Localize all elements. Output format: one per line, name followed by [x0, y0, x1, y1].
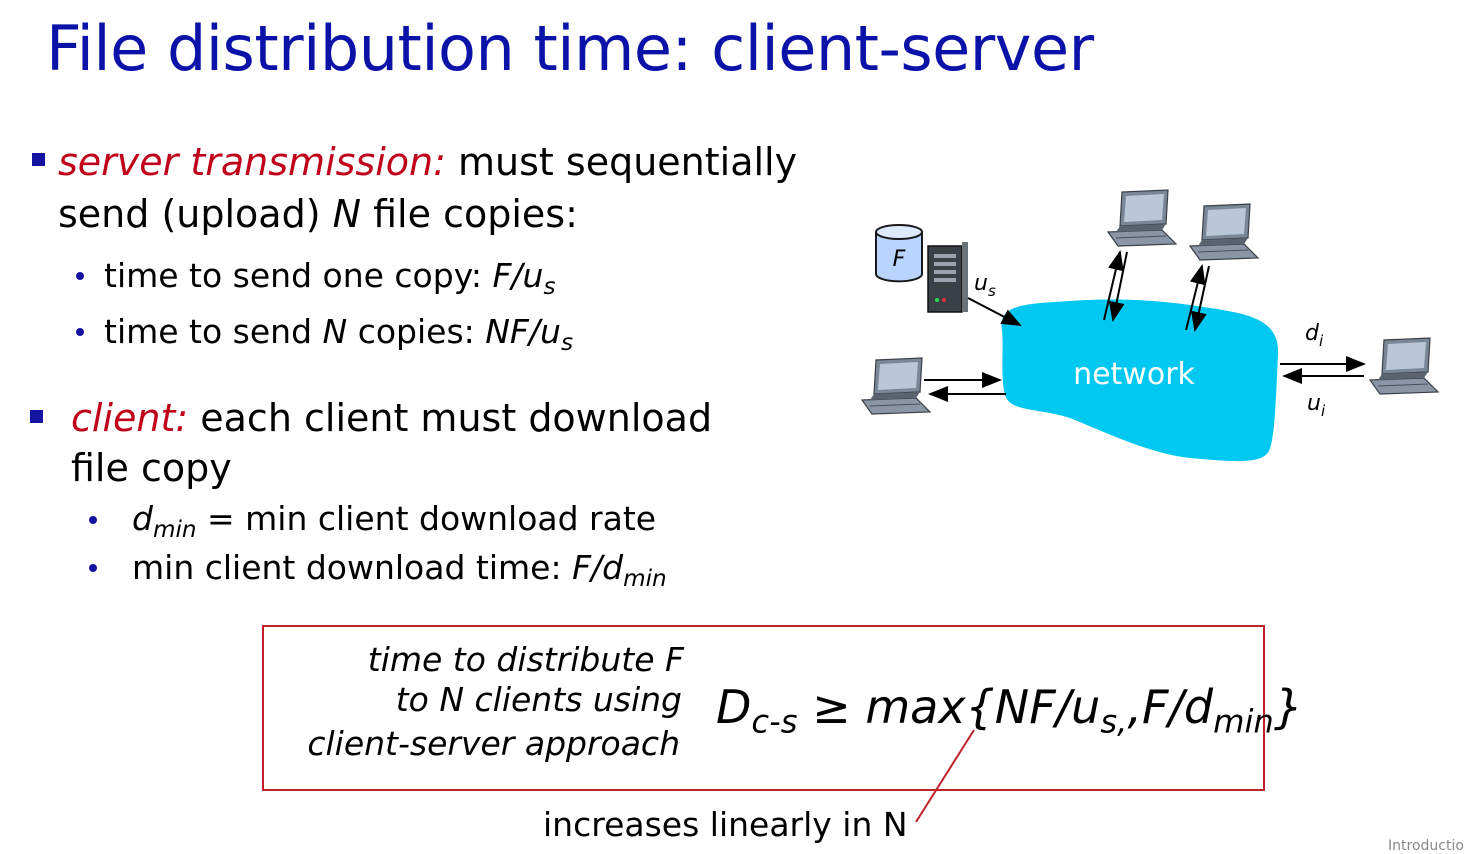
network-diagram: network F us di ui — [861, 189, 1439, 462]
formula-sub-a: s, — [1100, 702, 1128, 741]
file-label: F — [893, 247, 906, 272]
client-upload-label: ui — [1307, 391, 1326, 420]
client-laptop-icon — [1107, 189, 1177, 247]
client-line-1: client: each client must download — [71, 396, 712, 440]
distribution-formula: Dc-s ≥ max{NF/us,,F/dmin} — [716, 680, 1304, 738]
bullet-square — [30, 410, 43, 423]
cloud-label: network — [1073, 357, 1195, 392]
client-laptop-icon — [1189, 203, 1259, 261]
formula-label-line: to N clients using — [395, 680, 682, 719]
corner-footer: Introductio — [1388, 838, 1464, 854]
server-lead: server transmission: — [58, 140, 446, 184]
expr-sub: s — [543, 273, 556, 300]
bullet-dot — [76, 328, 84, 336]
expr-main: d — [132, 499, 153, 538]
server-upload-arrow — [967, 297, 1022, 326]
bullet-text: min client download time: — [132, 548, 573, 587]
bullet-dot — [89, 564, 97, 572]
client-bullet-1: dmin = min client download rate — [132, 499, 657, 541]
formula-body-a: max{NF/u — [865, 680, 1101, 734]
client-laptop-icon — [1369, 337, 1439, 395]
expr-sub: min — [623, 565, 667, 592]
bullet-text-b: copies: — [347, 312, 486, 351]
bullet-expr: NF/us — [485, 312, 573, 354]
bullet-expr: F/dmin — [572, 548, 667, 590]
bullet-square — [32, 153, 45, 166]
expr-main: NF/u — [485, 312, 561, 351]
client-laptop-icon — [861, 357, 931, 415]
client-lead: client: — [71, 396, 189, 440]
bullet-text: time to send one copy: — [104, 256, 493, 295]
formula-box — [262, 625, 1265, 791]
bullet-expr: dmin — [132, 499, 197, 541]
server-bullet-1: time to send one copy: F/us — [104, 256, 556, 298]
formula-label-line: time to distribute F — [367, 640, 684, 679]
page-title: File distribution time: client-server — [46, 12, 1094, 85]
server-text-2a: send (upload) — [58, 192, 333, 236]
network-cloud — [1001, 299, 1279, 462]
client-bullet-2: min client download time: F/dmin — [132, 548, 667, 590]
expr-sub: s — [560, 329, 573, 356]
server-line-1: server transmission: must sequentially — [58, 140, 797, 184]
file-cylinder-icon: F — [875, 224, 923, 283]
server-bullet-2: time to send N copies: NF/us — [104, 312, 573, 354]
expr-main: F/u — [492, 256, 544, 295]
expr-sub: min — [152, 516, 197, 543]
annotation-pointer — [915, 729, 975, 823]
bullet-text-a: time to send — [104, 312, 323, 351]
linear-annotation: increases linearly in N — [543, 805, 908, 844]
server-text-2b: file copies: — [361, 192, 578, 236]
client-download-arrow — [1108, 251, 1128, 322]
formula-close: } — [1273, 680, 1304, 734]
server-link-label: us — [974, 271, 996, 300]
server-text-1: must sequentially — [445, 140, 798, 184]
server-line-2: send (upload) N file copies: — [58, 192, 578, 236]
client-download-label: di — [1305, 321, 1324, 350]
client-upload-arrow — [1185, 264, 1206, 331]
bullet-dot — [89, 516, 97, 524]
formula-d: D — [716, 680, 752, 734]
client-text-1: each client must download — [188, 396, 713, 440]
client-upload-arrow — [1103, 250, 1124, 321]
server-icon — [927, 242, 968, 313]
bullet-expr: F/us — [492, 256, 555, 298]
server-var-n: N — [332, 192, 362, 236]
expr-main: F/d — [572, 548, 624, 587]
bullet-var: N — [322, 312, 348, 351]
formula-sub-b: min — [1213, 702, 1274, 741]
formula-label-line: client-server approach — [307, 724, 680, 763]
formula-body-b: ,F/d — [1127, 680, 1214, 734]
bullet-dot — [76, 272, 84, 280]
formula-d-sub: c-s — [751, 702, 798, 741]
client-download-arrow — [1191, 265, 1210, 332]
formula-rel: ≥ — [797, 680, 866, 734]
bullet-text: = min client download rate — [196, 499, 657, 538]
client-line-2: file copy — [71, 446, 232, 490]
